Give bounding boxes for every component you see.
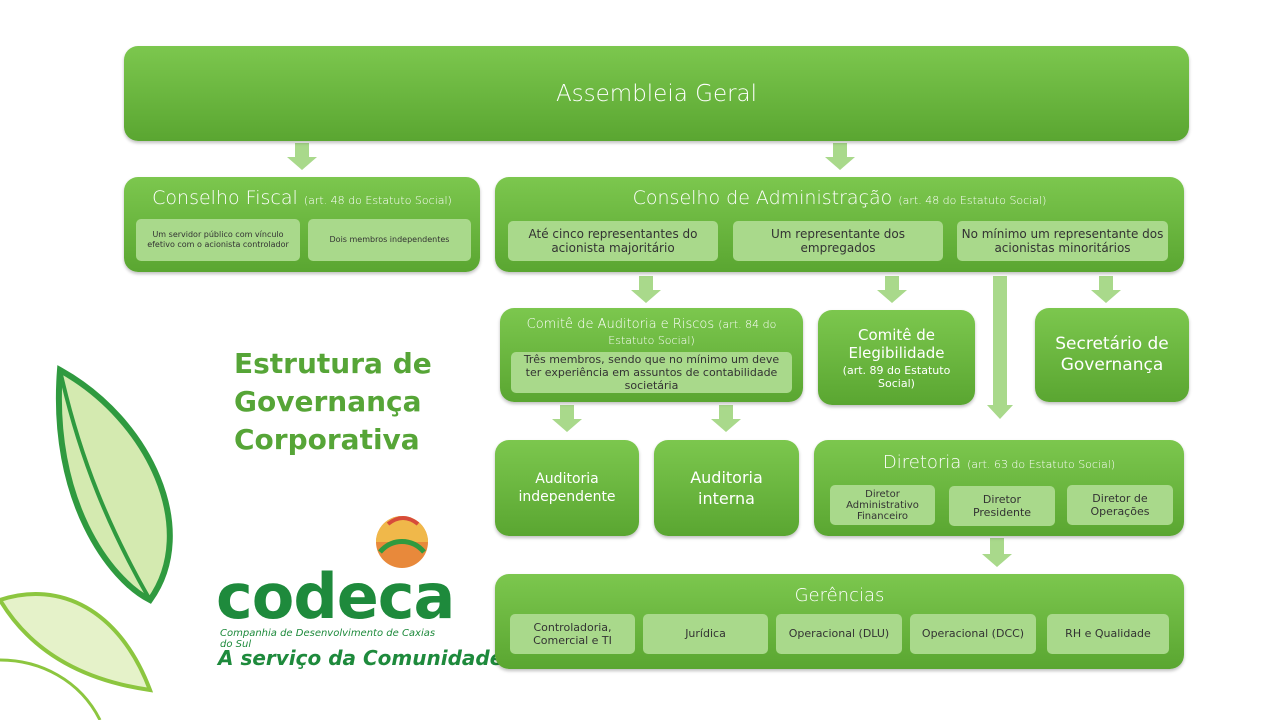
- gerencias-box: Gerências Controladoria, Comercial e TI …: [495, 574, 1184, 669]
- gerencias-title: Gerências: [794, 585, 885, 606]
- conselho-administracao-heading: Conselho de Administração (art. 48 do Es…: [495, 187, 1184, 209]
- title-line-3: Corporativa: [234, 423, 420, 456]
- comite-elegibilidade-ref: (art. 89 do Estatuto Social): [842, 363, 951, 390]
- page-title: Estrutura de Governança Corporativa: [234, 345, 432, 459]
- comite-elegibilidade-title: Comitê de Elegibilidade: [848, 325, 945, 362]
- conselho-administracao-item: Um representante dos empregados: [733, 221, 943, 261]
- comite-auditoria-box: Comitê de Auditoria e Riscos (art. 84 do…: [500, 308, 803, 402]
- comite-auditoria-title: Comitê de Auditoria e Riscos: [526, 317, 715, 332]
- gerencias-item: Jurídica: [643, 614, 768, 654]
- auditoria-interna-box: Auditoria interna: [654, 440, 799, 536]
- conselho-fiscal-item: Dois membros independentes: [308, 219, 471, 261]
- logo-slogan: A serviço da Comunidade.: [218, 646, 511, 670]
- auditoria-independente-box: Auditoria independente: [495, 440, 639, 536]
- logo-wordmark: codeca: [216, 560, 455, 633]
- conselho-fiscal-item: Um servidor público com vínculo efetivo …: [136, 219, 300, 261]
- diretoria-item: Diretor Presidente: [949, 486, 1055, 526]
- comite-auditoria-ref: (art. 84 do Estatuto Social): [608, 318, 777, 347]
- title-line-1: Estrutura de: [234, 347, 432, 380]
- gerencias-item: Operacional (DCC): [910, 614, 1036, 654]
- logo-subtitle: Companhia de Desenvolvimento de Caxias d…: [220, 628, 436, 650]
- conselho-administracao-item: Até cinco representantes do acionista ma…: [508, 221, 718, 261]
- codeca-logo-icon: [376, 516, 428, 568]
- diretoria-item: Diretor Administrativo Financeiro: [830, 485, 935, 525]
- secretario-title: Secretário de Governança: [1055, 334, 1169, 375]
- secretario-governanca-box: Secretário de Governança: [1035, 308, 1189, 402]
- gerencias-item: Operacional (DLU): [776, 614, 902, 654]
- conselho-fiscal-box: Conselho Fiscal (art. 48 do Estatuto Soc…: [124, 177, 480, 272]
- gerencias-item: RH e Qualidade: [1047, 614, 1169, 654]
- comite-auditoria-heading: Comitê de Auditoria e Riscos (art. 84 do…: [500, 317, 803, 349]
- auditoria-interna-title: Auditoria interna: [690, 468, 763, 508]
- conselho-fiscal-ref: (art. 48 do Estatuto Social): [303, 194, 452, 207]
- conselho-administracao-box: Conselho de Administração (art. 48 do Es…: [495, 177, 1184, 272]
- comite-elegibilidade-box: Comitê de Elegibilidade (art. 89 do Esta…: [818, 310, 975, 405]
- conselho-administracao-item: No mínimo um representante dos acionista…: [957, 221, 1168, 261]
- comite-auditoria-item: Três membros, sendo que no mínimo um dev…: [511, 352, 792, 393]
- leaf-decoration: [0, 365, 173, 720]
- conselho-fiscal-title: Conselho Fiscal: [152, 187, 298, 209]
- auditoria-independente-title: Auditoria independente: [518, 471, 616, 505]
- gerencias-item: Controladoria, Comercial e TI: [510, 614, 635, 654]
- conselho-administracao-ref: (art. 48 do Estatuto Social): [898, 194, 1047, 207]
- assembleia-title: Assembleia Geral: [555, 80, 758, 107]
- conselho-administracao-title: Conselho de Administração: [632, 187, 893, 209]
- diretoria-box: Diretoria (art. 63 do Estatuto Social) D…: [814, 440, 1184, 536]
- diretoria-heading: Diretoria (art. 63 do Estatuto Social): [814, 452, 1184, 473]
- assembleia-geral-box: Assembleia Geral: [124, 46, 1189, 141]
- diretoria-item: Diretor de Operações: [1067, 485, 1173, 525]
- conselho-fiscal-heading: Conselho Fiscal (art. 48 do Estatuto Soc…: [124, 187, 480, 209]
- title-line-2: Governança: [234, 385, 422, 418]
- diretoria-title: Diretoria: [882, 452, 962, 473]
- diretoria-ref: (art. 63 do Estatuto Social): [967, 458, 1116, 471]
